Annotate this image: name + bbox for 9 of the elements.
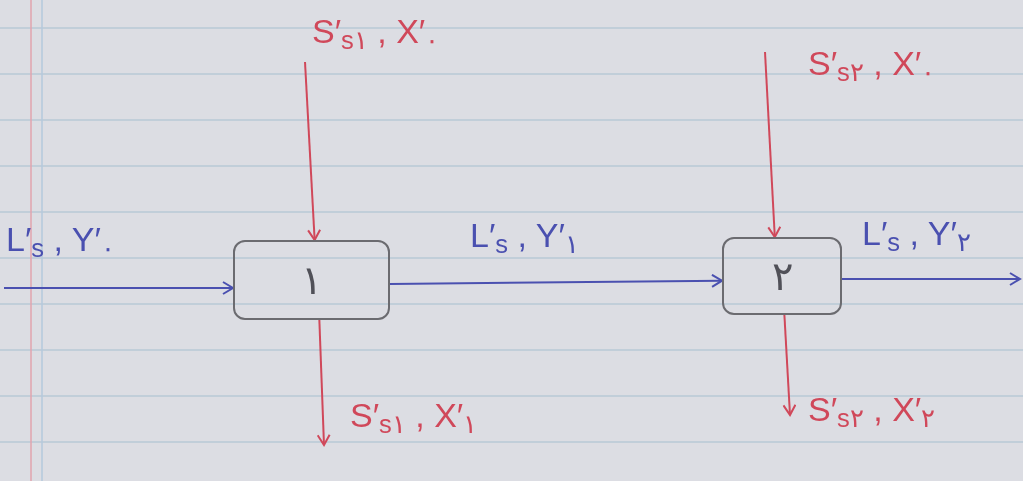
arrow xyxy=(782,314,797,416)
arrow xyxy=(304,61,322,241)
arrow xyxy=(764,51,782,238)
arrow xyxy=(316,319,331,446)
arrow xyxy=(3,281,234,295)
stage-box: ۲ xyxy=(722,237,842,315)
stage-box: ۱ xyxy=(233,240,390,320)
arrow xyxy=(389,273,723,288)
arrow xyxy=(841,272,1021,286)
